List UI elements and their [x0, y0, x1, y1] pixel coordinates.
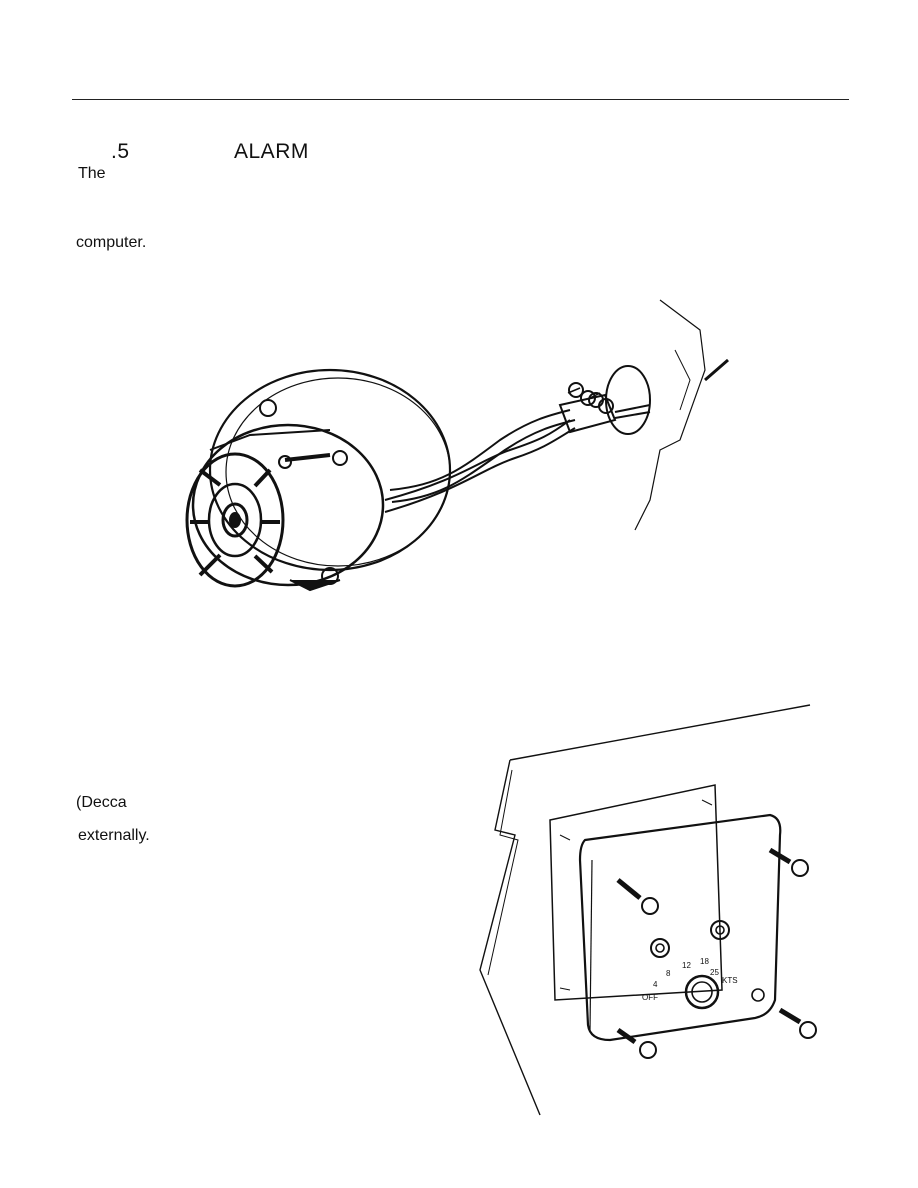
- control-box-illustration: OFF 4 8 12 18 25 KTS: [470, 700, 830, 1120]
- knob-label-25: 25: [710, 968, 719, 977]
- paragraph2-line2: externally.: [78, 827, 150, 844]
- section-number: .5: [111, 140, 130, 163]
- alarm-horn-illustration: [180, 290, 740, 620]
- knob-label-12: 12: [682, 961, 691, 970]
- knob-label-8: 8: [666, 969, 671, 978]
- paragraph1-line1: The: [78, 165, 106, 182]
- knob-label-18: 18: [700, 957, 709, 966]
- section-title: ALARM: [234, 140, 309, 163]
- knob-label-4: 4: [653, 980, 658, 989]
- paragraph2-line1: (Decca: [76, 794, 127, 811]
- knob-unit-label: KTS: [722, 976, 738, 985]
- header-rule: [72, 99, 849, 100]
- knob-label-off: OFF: [642, 993, 658, 1002]
- paragraph1-line2: computer.: [76, 234, 147, 251]
